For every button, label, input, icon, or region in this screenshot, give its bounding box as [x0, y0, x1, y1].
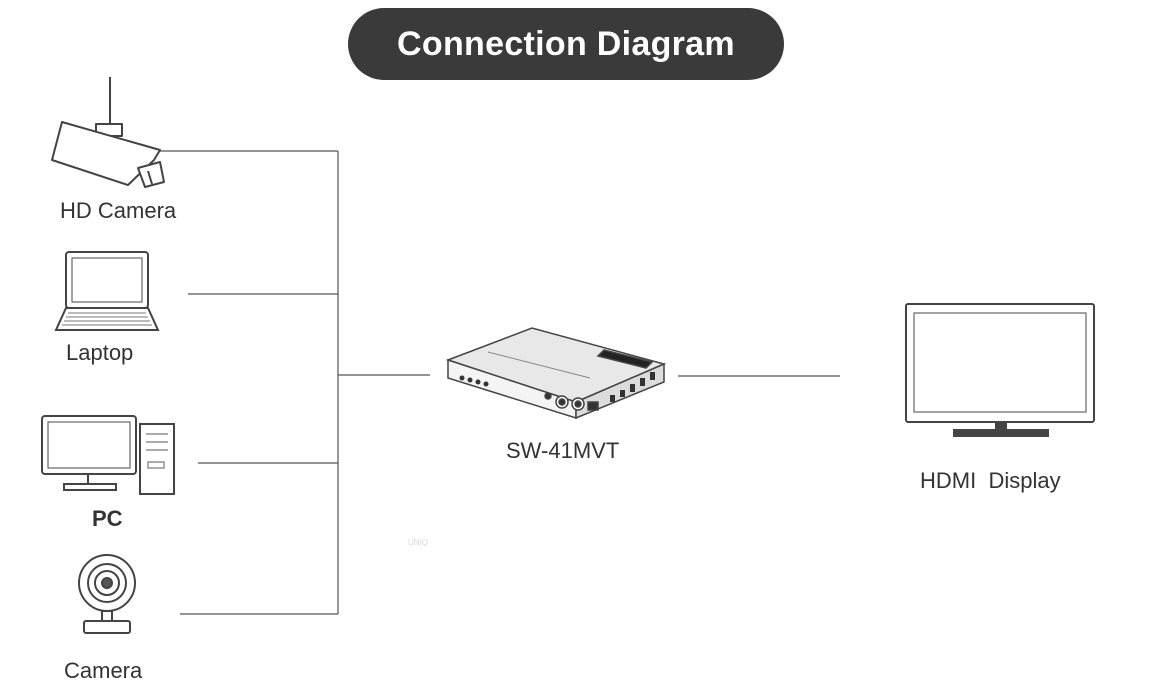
camera-label: Camera [64, 658, 143, 683]
device-label: SW-41MVT [506, 438, 620, 463]
pc-icon [41, 415, 175, 495]
display-label: HDMI Display [920, 468, 1061, 493]
pc-label: PC [92, 506, 123, 531]
hd-camera-icon [51, 77, 165, 188]
hdmi-display-icon [905, 303, 1095, 437]
webcam-icon [78, 554, 136, 634]
watermark-uniq: UNIQ [408, 538, 428, 547]
diagram-title: Connection Diagram [348, 8, 784, 80]
hd-camera-label: HD Camera [60, 198, 177, 223]
connection-lines [150, 150, 840, 615]
laptop-icon [54, 251, 160, 331]
laptop-label: Laptop [66, 340, 134, 365]
device-sw41mvt-icon [445, 327, 667, 420]
